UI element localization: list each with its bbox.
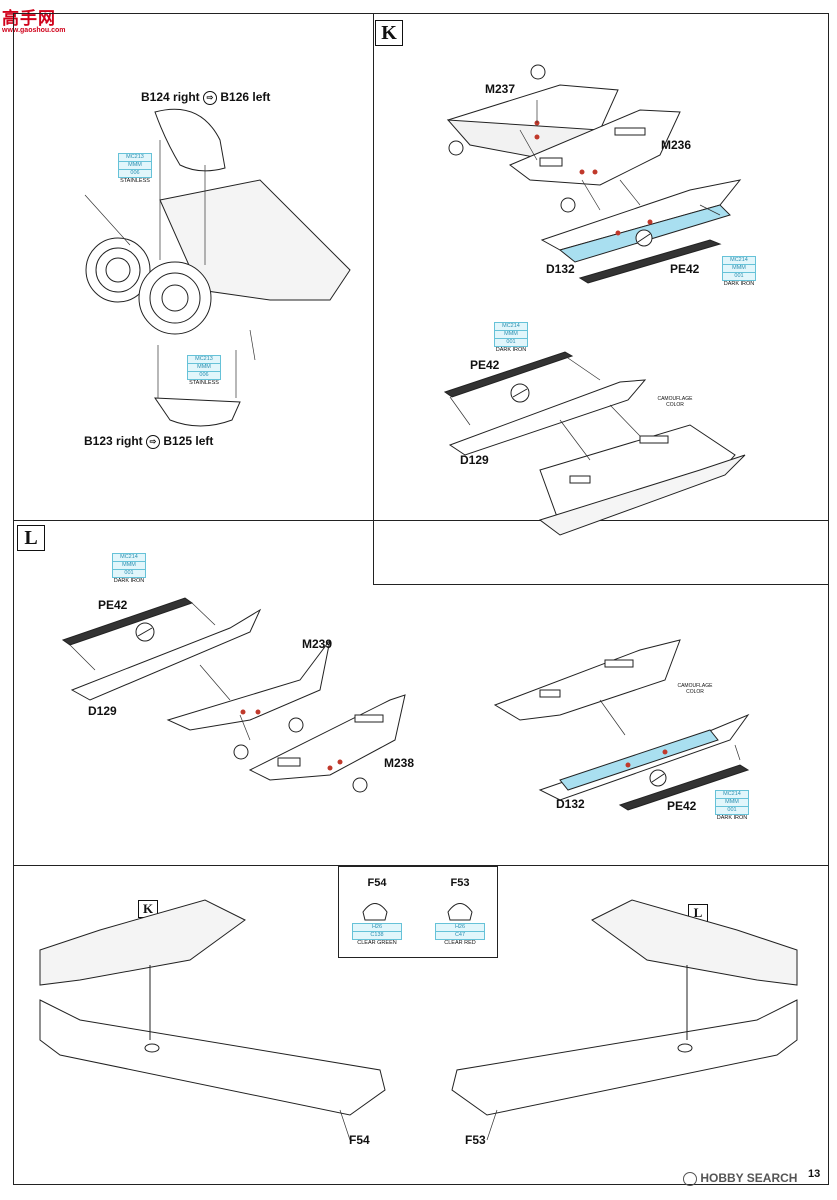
paint-mmm: MMM <box>494 331 528 339</box>
hobby-search-watermark: HOBBY SEARCH <box>683 1171 797 1186</box>
paint-mmm: MMM <box>187 364 221 372</box>
paint-number: C47 <box>435 932 485 940</box>
panel-l-frame <box>13 520 829 866</box>
paint-number: 006 <box>118 170 152 178</box>
paint-number: 001 <box>715 807 749 815</box>
paint-mmm: MMM <box>118 162 152 170</box>
paint-name: CLEAR GREEN <box>357 940 397 946</box>
paint-number: 001 <box>722 273 756 281</box>
camouflage-note: CAMOUFLAGE COLOR <box>657 396 693 408</box>
label-m237: M237 <box>485 82 516 96</box>
paint-mmm: MMM <box>715 799 749 807</box>
label-d132: D132 <box>556 797 585 811</box>
paint-number: 001 <box>112 570 146 578</box>
paint-name: DARK IRON <box>495 347 527 353</box>
label-b123: B123 right <box>84 434 143 448</box>
paint-callout: MC214 MMM 001 DARK IRON <box>494 322 528 354</box>
label-b126: B126 left <box>220 90 271 104</box>
paint-name: STAINLESS <box>189 380 219 386</box>
paint-callout: MC214 MMM 001 DARK IRON <box>715 790 749 822</box>
paint-code: H26 <box>352 923 402 932</box>
paint-callout: MC213 MMM 006 STAINLESS <box>187 355 221 387</box>
label-m236: M236 <box>661 138 692 152</box>
label-d132: D132 <box>546 262 575 276</box>
label-d129: D129 <box>88 704 117 718</box>
paint-name: DARK IRON <box>723 281 755 287</box>
section-l-letter: L <box>17 525 45 551</box>
label-nozzle-top: B124 right ⇨ B126 left <box>141 90 270 105</box>
brand-icon <box>683 1171 697 1186</box>
paint-callout: MC214 MMM 001 DARK IRON <box>722 256 756 288</box>
brand-text: HOBBY SEARCH <box>700 1171 798 1185</box>
label-f53: F53 <box>465 1133 486 1147</box>
paint-code: MC214 <box>715 790 749 799</box>
section-k-letter: K <box>375 20 403 46</box>
paint-callout: MC214 MMM 001 DARK IRON <box>112 553 146 585</box>
label-f54: F54 <box>349 1133 370 1147</box>
left-right-icon: ⇨ <box>146 434 161 449</box>
paint-callout: MC213 MMM 006 STAINLESS <box>118 153 152 185</box>
panel-l-drawing <box>61 597 750 811</box>
paint-name: DARK IRON <box>716 815 748 821</box>
label-pe42-lower: PE42 <box>470 358 500 372</box>
paint-mmm: MMM <box>112 562 146 570</box>
paint-number: 001 <box>494 339 528 347</box>
paint-code: MC213 <box>118 153 152 162</box>
left-right-icon: ⇨ <box>203 90 218 105</box>
panel-legend-frame <box>338 866 498 958</box>
label-m238: M238 <box>384 756 415 770</box>
paint-mmm: MMM <box>722 265 756 273</box>
label-m239: M239 <box>302 637 333 651</box>
panel-k-drawing <box>443 64 746 536</box>
camouflage-note: CAMOUFLAGE COLOR <box>677 683 713 695</box>
paint-name: DARK IRON <box>113 578 145 584</box>
nozzle-drawing <box>84 108 351 427</box>
label-pe42: PE42 <box>98 598 128 612</box>
paint-code: MC213 <box>187 355 221 364</box>
watermark-url: www.gaoshou.com <box>2 27 66 34</box>
paint-code: MC214 <box>112 553 146 562</box>
legend-f54-title: F54 <box>367 877 387 889</box>
label-b125: B125 left <box>163 434 214 448</box>
paint-name: CLEAR RED <box>444 940 476 946</box>
page-number: 13 <box>808 1168 821 1180</box>
label-b124: B124 right <box>141 90 200 104</box>
legend-f53-title: F53 <box>450 877 470 889</box>
legend-f54: F54 H26 C138 CLEAR GREEN <box>352 877 402 947</box>
paint-code: H26 <box>435 923 485 932</box>
legend-f53: F53 H26 C47 CLEAR RED <box>435 877 485 947</box>
label-d129: D129 <box>460 453 489 467</box>
label-pe42-right: PE42 <box>667 799 697 813</box>
panel-k-frame <box>373 13 829 585</box>
paint-number: 006 <box>187 372 221 380</box>
paint-code: MC214 <box>722 256 756 265</box>
label-pe42: PE42 <box>670 262 700 276</box>
paint-code: MC214 <box>494 322 528 331</box>
paint-number: C138 <box>352 932 402 940</box>
paint-name: STAINLESS <box>120 178 150 184</box>
label-nozzle-bottom: B123 right ⇨ B125 left <box>84 434 213 449</box>
